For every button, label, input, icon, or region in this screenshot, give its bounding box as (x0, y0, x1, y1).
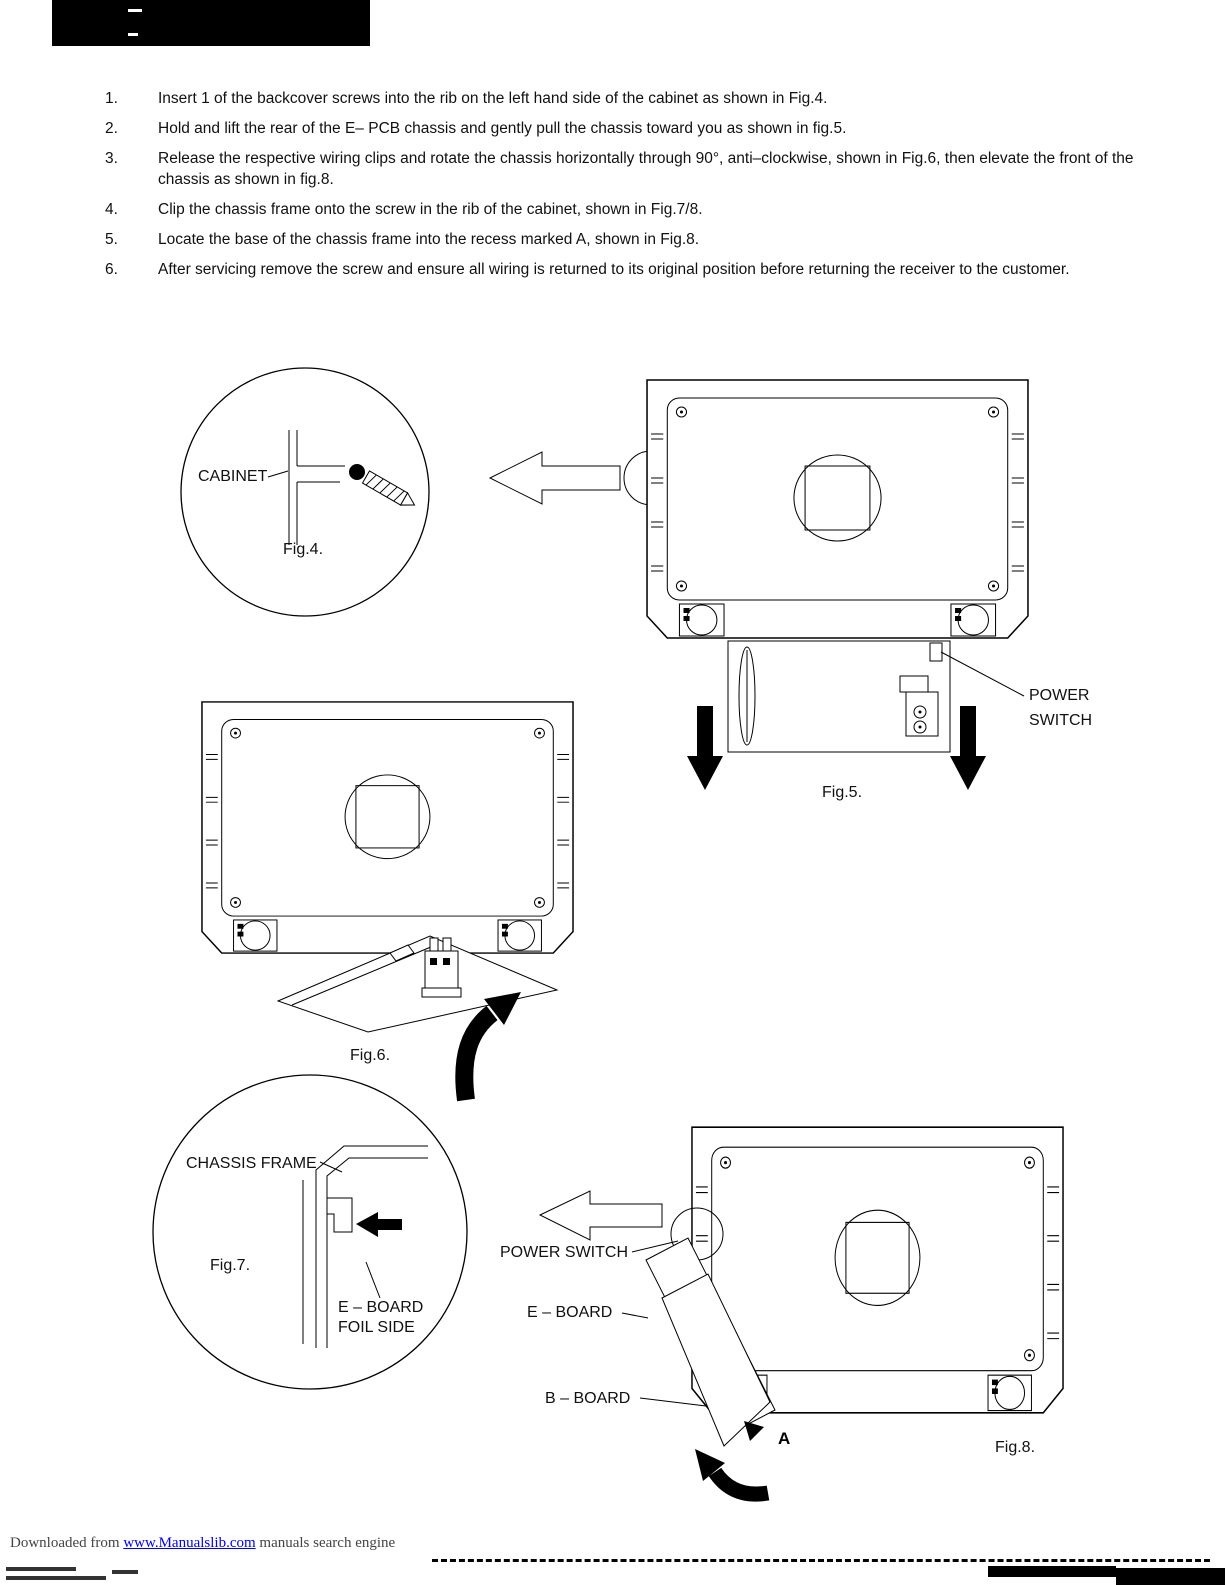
pull-down-arrows (687, 706, 986, 790)
instruction-item-5: 5. Locate the base of the chassis frame … (105, 229, 1143, 250)
instruction-number: 3. (105, 150, 118, 167)
eboard-leader-line (621, 1312, 649, 1319)
fig7-caption: Fig.7. (210, 1257, 250, 1274)
instruction-number: 2. (105, 120, 118, 137)
footer-link[interactable]: www.Manualslib.com (123, 1535, 256, 1551)
fig4-caption: Fig.4. (283, 541, 323, 558)
cabinet-leader-line (267, 470, 289, 478)
power-switch-leader-line (631, 1240, 679, 1253)
fig6-caption: Fig.6. (350, 1047, 390, 1064)
instruction-number: 5. (105, 231, 118, 248)
instruction-number: 1. (105, 90, 118, 107)
fig7-chassis-frame-label: CHASSIS FRAME (186, 1155, 317, 1172)
fig4-cabinet-label: CABINET (198, 468, 268, 485)
footer: Downloaded from www.Manualslib.com manua… (10, 1535, 395, 1552)
fig5-diagram: POWER SWITCH Fig.5. (646, 379, 1092, 801)
instruction-text: Clip the chassis frame onto the screw in… (158, 201, 703, 218)
fig4-diagram: CABINET Fig.4. (180, 367, 430, 617)
fig8-caption: Fig.8. (995, 1439, 1035, 1456)
fig5-power-switch-label-line1: POWER (1029, 687, 1089, 704)
fig8-recess-a-label: A (778, 1429, 790, 1448)
header-redaction-mark (128, 33, 138, 36)
instruction-text: Locate the base of the chassis frame int… (158, 231, 700, 248)
instruction-item-1: 1. Insert 1 of the backcover screws into… (105, 88, 1143, 109)
instruction-item-4: 4. Clip the chassis frame onto the screw… (105, 199, 1143, 220)
eboard-leader-line (365, 1261, 381, 1299)
left-outline-arrow (538, 1190, 663, 1241)
fig6-power-switch (421, 937, 462, 998)
screw-head (349, 464, 365, 480)
down-arrow-left (687, 706, 723, 790)
footer-prefix: Downloaded from (10, 1535, 124, 1551)
wiring-clip (389, 944, 415, 962)
chassis-frame-drawing (302, 1145, 428, 1348)
header-redaction-mark (128, 9, 142, 12)
left-outline-arrow (488, 451, 621, 505)
fig8-diagram: POWER SWITCH E – BOARD B – BOARD A Fig.8… (500, 1126, 1064, 1502)
fig6-tv-back (201, 701, 574, 954)
fig7-eboard-label-line1: E – BOARD (338, 1299, 423, 1316)
cabinet-rib-drawing (288, 430, 345, 545)
scan-artifact-black-bar (988, 1566, 1116, 1577)
rotate-in-arrow (695, 1449, 770, 1502)
instruction-number: 4. (105, 201, 118, 218)
scan-artifact-text-fragment (6, 1567, 76, 1571)
fig7-diagram: CHASSIS FRAME Fig.7. E – BOARD FOIL SIDE (152, 1074, 468, 1390)
scan-artifact-black-block (1116, 1568, 1225, 1585)
power-switch-leader-line (940, 651, 1025, 697)
cut-edge-dashed-line (432, 1559, 1210, 1562)
power-switch (899, 642, 943, 737)
fig4-magnifier-circle (180, 367, 430, 617)
instruction-item-3: 3. Release the respective wiring clips a… (105, 148, 1143, 190)
instruction-text: Insert 1 of the backcover screws into th… (158, 90, 828, 107)
footer-suffix: manuals search engine (255, 1535, 396, 1551)
bboard-leader-line (639, 1397, 707, 1407)
scan-artifact-text-fragment (112, 1570, 138, 1574)
fig8-power-switch-label: POWER SWITCH (500, 1244, 628, 1261)
fig8-eboard-label: E – BOARD (527, 1304, 612, 1321)
chassis-frame-leader-line (319, 1161, 343, 1173)
header-redaction-block (52, 0, 370, 46)
fig8-bboard-label: B – BOARD (545, 1390, 630, 1407)
backcover-screw (361, 470, 416, 506)
instruction-text: Release the respective wiring clips and … (158, 150, 1134, 188)
instruction-list: 1. Insert 1 of the backcover screws into… (105, 88, 1143, 289)
fig5-chassis-drawer (727, 640, 951, 753)
fig6-rotated-chassis (276, 935, 559, 1033)
instruction-item-6: 6. After servicing remove the screw and … (105, 259, 1143, 280)
scan-artifact-text-fragment (6, 1576, 106, 1580)
b-board (661, 1273, 771, 1447)
fig6-diagram: Fig.6. (201, 701, 574, 1064)
instruction-text: After servicing remove the screw and ens… (158, 261, 1070, 278)
down-arrow-right (950, 706, 986, 790)
clip-direction-arrow (356, 1212, 402, 1237)
fig5-caption: Fig.5. (822, 784, 862, 801)
rotate-up-arrow (455, 992, 521, 1102)
instruction-number: 6. (105, 261, 118, 278)
fig7-magnifier-circle (152, 1074, 468, 1390)
instruction-item-2: 2. Hold and lift the rear of the E– PCB … (105, 118, 1143, 139)
fig5-power-switch-label-line2: SWITCH (1029, 712, 1092, 729)
instruction-text: Hold and lift the rear of the E– PCB cha… (158, 120, 847, 137)
recess-pointer-arrow (744, 1421, 764, 1441)
fig5-tv-back (646, 379, 1029, 639)
fig7-eboard-label-line2: FOIL SIDE (338, 1319, 415, 1336)
